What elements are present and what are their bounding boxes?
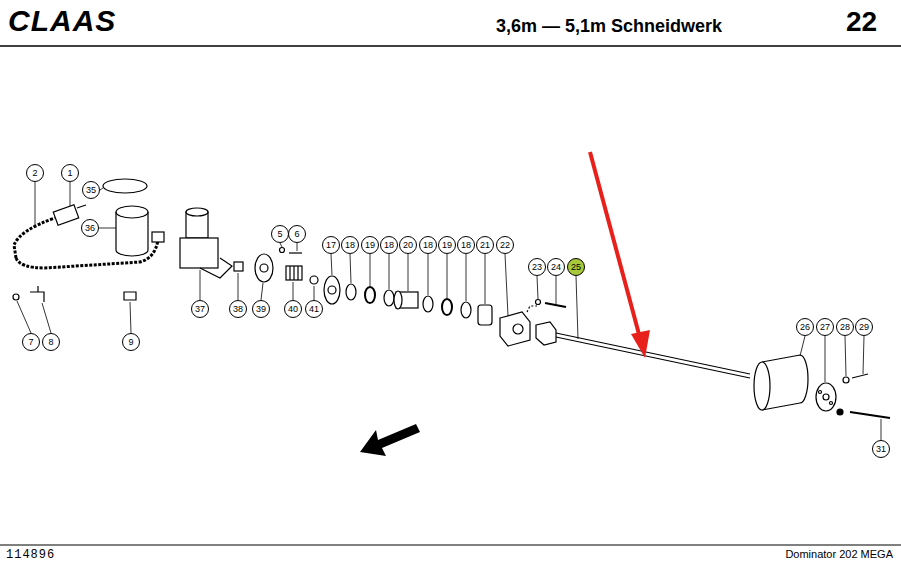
callout-circle: 8 — [42, 333, 60, 351]
callout-circle: 18 — [341, 236, 359, 254]
drawing-number: 114896 — [6, 549, 55, 561]
callout-circle: 9 — [122, 333, 140, 351]
callout-number: 17 — [326, 241, 336, 250]
callout-number: 29 — [859, 323, 869, 332]
callout-number: 24 — [551, 263, 561, 272]
callout-circle: 18 — [380, 236, 398, 254]
callout-circle: 27 — [816, 318, 834, 336]
model-name: Dominator 202 MEGA — [785, 549, 893, 560]
callout-circle: 24 — [547, 258, 565, 276]
callout-number: 37 — [195, 305, 205, 314]
callout-number: 25 — [571, 263, 581, 272]
callout-circle: 1 — [61, 164, 79, 182]
callout-circle: 39 — [252, 300, 270, 318]
callout-number: 18 — [423, 241, 433, 250]
callout-circle: 5 — [271, 225, 289, 243]
callout-circle: 7 — [22, 333, 40, 351]
callout-circle: 36 — [81, 219, 99, 237]
callout-circle: 37 — [191, 300, 209, 318]
callout-circle: 28 — [836, 318, 854, 336]
callout-number: 2 — [32, 169, 37, 178]
callout-circle: 40 — [284, 300, 302, 318]
callout-number: 38 — [233, 305, 243, 314]
callout-circle: 23 — [528, 258, 546, 276]
callout-circle: 22 — [496, 236, 514, 254]
callout-number: 40 — [288, 305, 298, 314]
callout-number: 35 — [86, 186, 96, 195]
callout-number: 19 — [365, 241, 375, 250]
callout-number: 23 — [532, 263, 542, 272]
callout-circle: 19 — [361, 236, 379, 254]
callout-number: 39 — [256, 305, 266, 314]
callout-circle: 18 — [419, 236, 437, 254]
callout-number: 22 — [500, 241, 510, 250]
callout-number: 7 — [28, 338, 33, 347]
callout-number: 9 — [128, 338, 133, 347]
callout-circle: 29 — [855, 318, 873, 336]
brand-logo: CLAAS — [8, 6, 116, 36]
callout-number: 18 — [384, 241, 394, 250]
callout-number: 18 — [461, 241, 471, 250]
callout-circle: 6 — [288, 225, 306, 243]
callout-circle: 25 — [567, 258, 585, 276]
callout-circle: 2 — [26, 164, 44, 182]
callout-circle: 26 — [796, 318, 814, 336]
callout-circle: 20 — [399, 236, 417, 254]
callout-number: 36 — [85, 224, 95, 233]
callout-number: 18 — [345, 241, 355, 250]
callout-circle: 38 — [229, 300, 247, 318]
callout-number: 41 — [309, 305, 319, 314]
page-title: 3,6m — 5,1m Schneidwerk — [496, 17, 722, 35]
callout-circle: 18 — [457, 236, 475, 254]
callout-number: 5 — [277, 230, 282, 239]
callout-number: 6 — [294, 230, 299, 239]
callout-number: 26 — [800, 323, 810, 332]
callout-number: 27 — [820, 323, 830, 332]
page-number: 22 — [846, 8, 877, 36]
callout-circle: 35 — [82, 181, 100, 199]
callout-circle: 19 — [438, 236, 456, 254]
callout-number: 31 — [876, 445, 886, 454]
callout-number: 20 — [403, 241, 413, 250]
callout-number: 19 — [442, 241, 452, 250]
callout-number: 8 — [48, 338, 53, 347]
callout-number: 28 — [840, 323, 850, 332]
callout-circle: 17 — [322, 236, 340, 254]
callout-circle: 31 — [872, 440, 890, 458]
callout-circle: 41 — [305, 300, 323, 318]
callout-number: 1 — [67, 169, 72, 178]
callout-number: 21 — [480, 241, 490, 250]
callout-circle: 21 — [476, 236, 494, 254]
